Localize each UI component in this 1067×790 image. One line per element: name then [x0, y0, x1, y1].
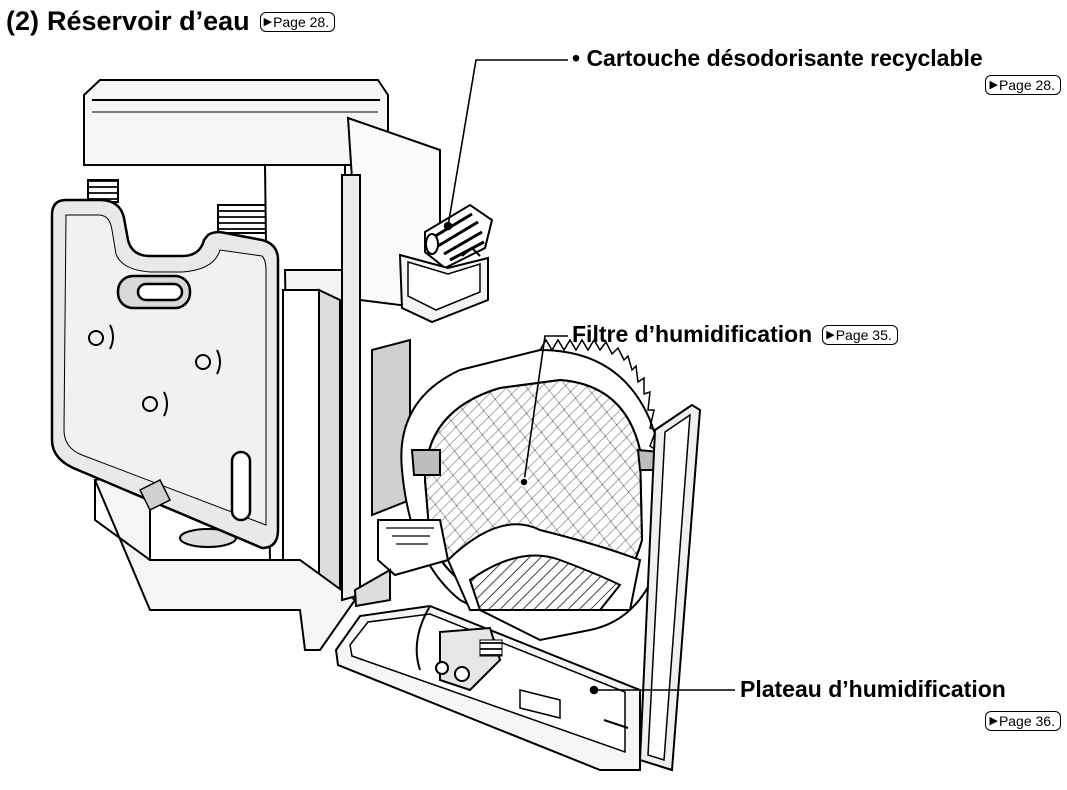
arrow-right-icon: ▶ — [989, 715, 998, 727]
tray-label: Plateau d’humidification — [740, 676, 1006, 702]
main-unit-body — [83, 79, 441, 651]
cartridge-label: • Cartouche désodorisante recyclable — [572, 45, 983, 71]
leader-lines — [443, 59, 735, 695]
filter-label: Filtre d’humidification — [572, 321, 813, 347]
humidifying-filter — [400, 338, 670, 642]
deodorizing-cartridge — [398, 203, 494, 324]
filter-callout: Filtre d’humidification ▶ Page 35. — [572, 321, 898, 348]
arrow-right-icon: ▶ — [989, 79, 998, 91]
cartridge-page-reference[interactable]: ▶ Page 28. — [985, 75, 1061, 95]
section-number: (2) — [6, 6, 39, 36]
page-reference-badge[interactable]: ▶ Page 28. — [259, 11, 336, 32]
arrow-right-icon: ▶ — [826, 328, 835, 341]
section-title: Réservoir d’eau — [47, 6, 250, 36]
water-tank — [50, 198, 280, 550]
tray-page-reference[interactable]: ▶ Page 36. — [985, 711, 1061, 731]
humidifying-tray — [334, 403, 702, 772]
arrow-right-icon: ▶ — [263, 15, 273, 28]
filter-page-reference[interactable]: ▶ Page 35. — [822, 324, 898, 345]
section-heading: (2) Réservoir d’eau ▶ Page 28. — [6, 6, 336, 37]
